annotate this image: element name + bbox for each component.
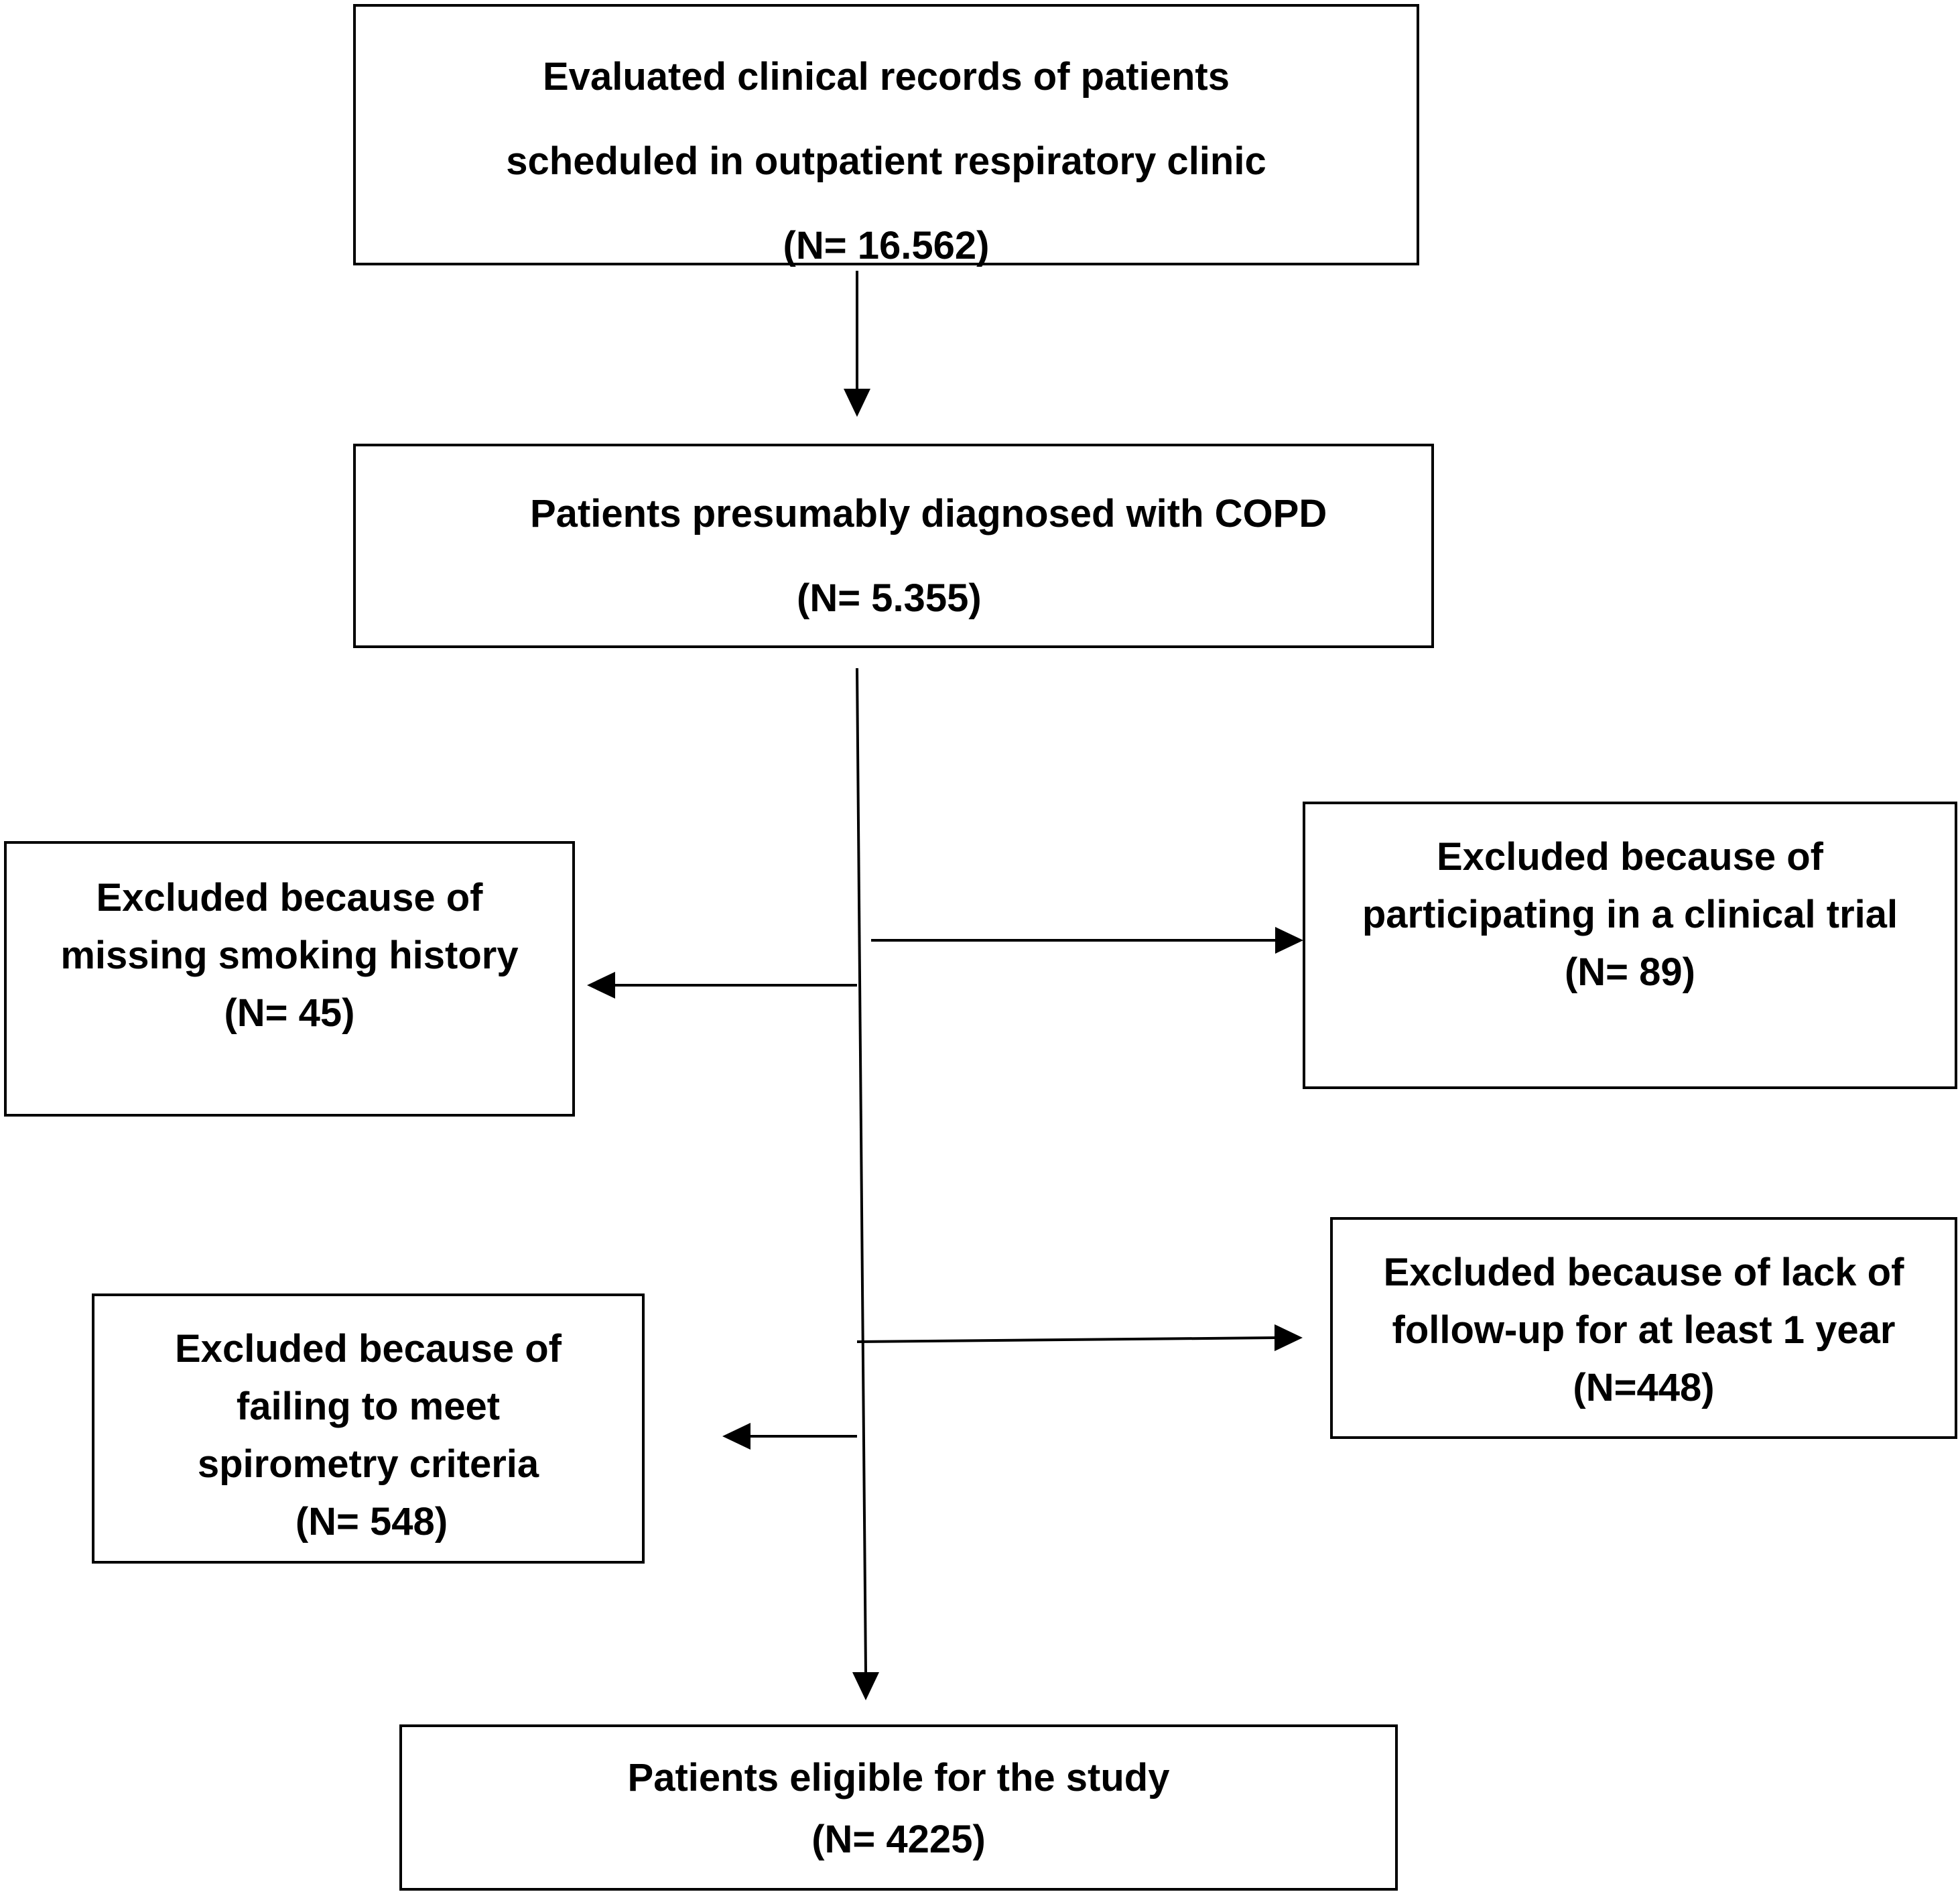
box-text-line: spirometry criteria (197, 1442, 539, 1486)
box-text-line: Evaluated clinical records of patients (543, 55, 1230, 99)
arrow-to-excluded-spirometry (722, 1423, 857, 1450)
arrow-to-excluded-trial (871, 927, 1303, 954)
box-text-line: failing to meet (236, 1385, 501, 1428)
box-excluded-smoking-history: Excluded because of missing smoking hist… (4, 841, 575, 1117)
box-text-line: missing smoking history (60, 934, 519, 977)
box-count: (N= 16.562) (783, 224, 990, 267)
box-text-line: scheduled in outpatient respiratory clin… (506, 139, 1266, 183)
box-excluded-clinical-trial: Excluded because of participating in a c… (1303, 802, 1957, 1089)
box-presumed-copd: Patients presumably diagnosed with COPD … (353, 444, 1434, 648)
box-evaluated-records: Evaluated clinical records of patients s… (353, 4, 1419, 267)
box-text-line: follow-up for at least 1 year (1392, 1308, 1896, 1352)
box-text-line: Excluded because of (175, 1327, 562, 1371)
box-count: (N= 5.355) (797, 576, 982, 620)
box-excluded-spirometry: Excluded because of failing to meet spir… (92, 1293, 645, 1564)
arrow-to-excluded-smoking (587, 972, 857, 999)
box-count: (N=448) (1573, 1366, 1715, 1409)
arrow-trunk-to-eligible (852, 668, 879, 1700)
box-text-line: Excluded because of (1437, 835, 1823, 879)
box-count: (N= 548) (295, 1500, 448, 1543)
box-count: (N= 89) (1564, 950, 1695, 994)
box-text-line: Patients eligible for the study (627, 1756, 1170, 1800)
box-text-line: participating in a clinical trial (1362, 893, 1898, 936)
box-count: (N= 45) (224, 991, 355, 1035)
box-eligible-patients: Patients eligible for the study (N= 4225… (399, 1724, 1398, 1891)
box-text-line: Excluded because of (96, 876, 483, 920)
box-excluded-follow-up: Excluded because of lack of follow-up fo… (1330, 1217, 1957, 1439)
box-text-line: Excluded because of lack of (1383, 1251, 1904, 1294)
box-count: (N= 4225) (811, 1818, 986, 1861)
arrow-records-to-copd (844, 271, 870, 417)
box-text-line: Patients presumably diagnosed with COPD (530, 492, 1327, 535)
arrow-to-excluded-followup (856, 1324, 1303, 1351)
